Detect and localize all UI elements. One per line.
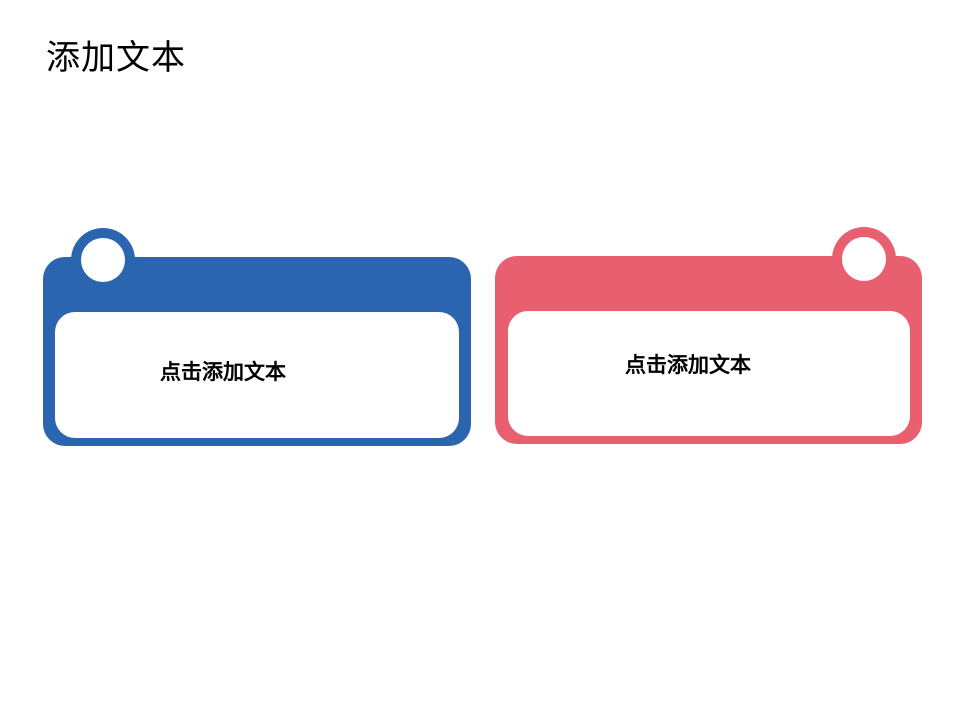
card-pink-text-area[interactable] — [508, 311, 910, 436]
card-pink-label[interactable]: 点击添加文本 — [625, 353, 751, 377]
card-blue-text-area[interactable] — [55, 312, 459, 438]
card-blue-label[interactable]: 点击添加文本 — [160, 360, 286, 384]
card-pink-tab-hole — [842, 237, 886, 281]
slide-title: 添加文本 — [46, 38, 186, 78]
card-blue-tab-hole — [81, 238, 125, 282]
